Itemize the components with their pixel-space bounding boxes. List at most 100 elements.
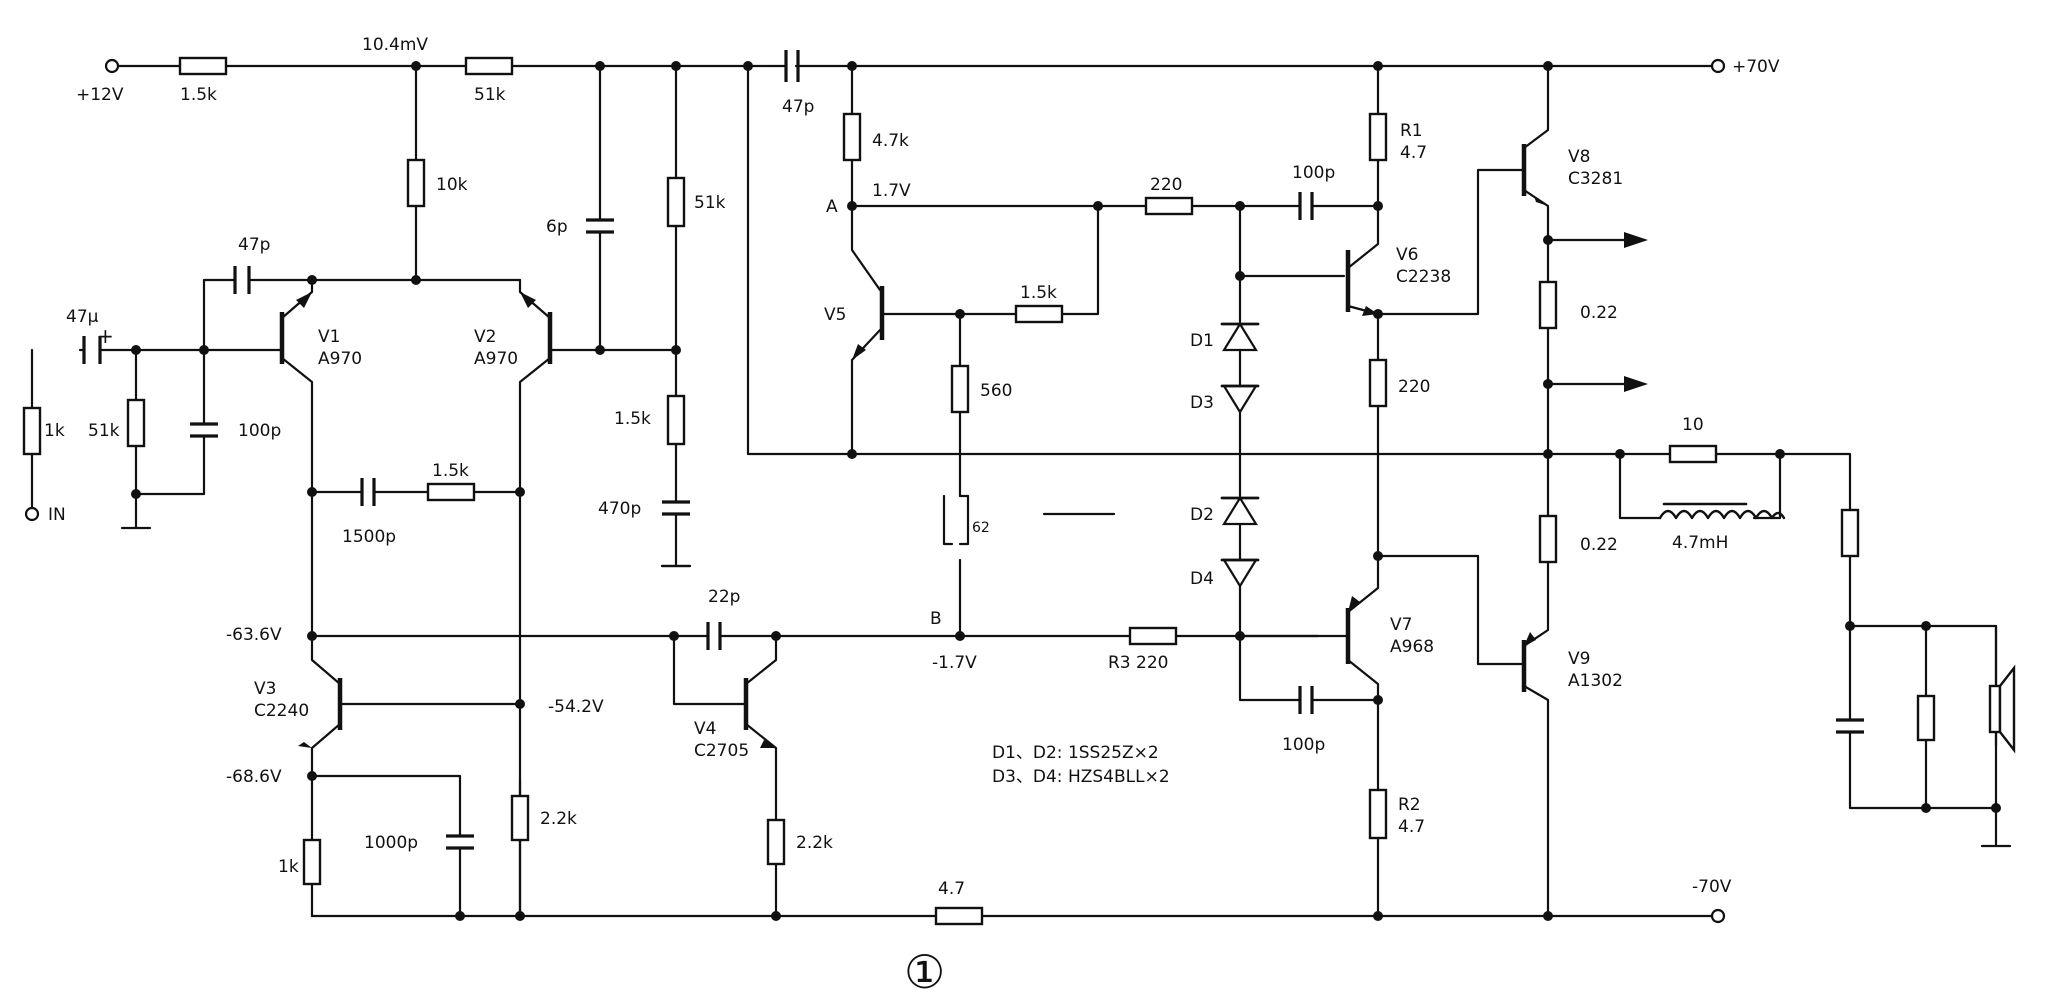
label-c-100p-input: 100p: [238, 421, 281, 441]
inductor-4-7mh: [1658, 502, 1786, 520]
label-r-1k5-input: 1.5k: [180, 85, 217, 105]
figure-number: ①: [904, 945, 945, 999]
label-r-10-output: 10: [1682, 415, 1704, 435]
label-minus-54-2v: -54.2V: [548, 697, 604, 717]
resistor-r3: [1128, 626, 1178, 646]
plus-12v-terminal: [104, 58, 120, 74]
capacitor-470p: [662, 500, 690, 516]
minus-70v-terminal: [1710, 908, 1726, 924]
label-c-100p-v6: 100p: [1292, 163, 1335, 183]
resistor-1k5-feedback: [426, 482, 476, 502]
resistor-r2: [1368, 788, 1388, 840]
resistor-1k5-v5: [1014, 304, 1064, 324]
resistor-r1: [1368, 112, 1388, 162]
capacitor-6p: [586, 218, 614, 234]
label-c-47u: 47μ: [66, 307, 99, 327]
label-r2-val: 4.7: [1398, 817, 1425, 837]
bias-sense-fragment: [942, 494, 1116, 546]
label-r-1k5-feedback: 1.5k: [432, 461, 469, 481]
label-plus-70v: +70V: [1732, 57, 1780, 77]
label-v4-ref: V4: [694, 719, 716, 739]
label-v7-part: A968: [1390, 637, 1434, 657]
label-v7-ref: V7: [1390, 615, 1412, 635]
label-minus-70v: -70V: [1692, 877, 1732, 897]
labels: +12V +70V -70V 10.4mV A 1.7V B -1.7V -63…: [44, 35, 1780, 999]
partial-label: 62: [972, 520, 990, 536]
resistor-0r22-bottom: [1538, 514, 1558, 564]
label-1-7v: 1.7V: [872, 181, 911, 201]
label-v6-ref: V6: [1396, 245, 1418, 265]
junction-dots: [131, 61, 2001, 921]
label-c-22p: 22p: [708, 587, 740, 607]
resistor-4r7-bottom: [934, 906, 984, 926]
label-r-1k-v3: 1k: [278, 857, 299, 877]
label-r-2k2-v4: 2.2k: [796, 833, 833, 853]
resistor-zobel: [1916, 694, 1936, 742]
label-r-220-a: 220: [1150, 175, 1182, 195]
resistor-10-output: [1668, 444, 1718, 464]
label-v8-ref: V8: [1568, 147, 1590, 167]
label-minus-1-7v: -1.7V: [932, 653, 977, 673]
label-v8-part: C3281: [1568, 169, 1623, 189]
label-r-51k-bias: 51k: [694, 193, 726, 213]
capacitor-1500p: [360, 478, 376, 506]
label-d3: D3: [1190, 393, 1214, 413]
transistors: [279, 144, 1548, 748]
label-r2-ref: R2: [1398, 795, 1421, 815]
resistor-4k7: [842, 112, 862, 162]
capacitor-output-shunt: [1836, 718, 1864, 734]
label-v9-ref: V9: [1568, 649, 1590, 669]
label-r-1k5-v5: 1.5k: [1020, 283, 1057, 303]
label-c-47p-v1: 47p: [238, 235, 270, 255]
capacitor-100p-v7: [1298, 686, 1314, 714]
label-c-47p-top: 47p: [782, 97, 814, 117]
label-minus-63-6v: -63.6V: [226, 625, 282, 645]
diode-d3: [1220, 348, 1260, 415]
label-l-4-7mh: 4.7mH: [1672, 533, 1728, 553]
label-v6-part: C2238: [1396, 267, 1451, 287]
label-v1-part: A970: [318, 349, 362, 369]
note-line-1: D1、D2: 1SS25Z×2: [992, 743, 1159, 763]
label-v9-part: A1302: [1568, 671, 1623, 691]
note-line-2: D3、D4: HZS4BLL×2: [992, 767, 1170, 787]
label-c-6p: 6p: [546, 217, 568, 237]
resistor-51k-input: [126, 398, 146, 448]
capacitor-47u: +: [82, 324, 114, 364]
label-d1: D1: [1190, 331, 1214, 351]
label-plus-12v: +12V: [76, 85, 124, 105]
input-terminal: [24, 506, 40, 522]
capacitor-47p-v1: [217, 266, 267, 294]
terminals: [24, 58, 1726, 924]
label-c-470p: 470p: [598, 499, 641, 519]
label-v2-ref: V2: [474, 327, 496, 347]
label-minus-68-6v: -68.6V: [226, 767, 282, 787]
capacitor-47p-top: [774, 50, 800, 82]
label-in: IN: [48, 505, 66, 525]
resistor-2k2-left: [510, 794, 530, 842]
label-c-1500p: 1500p: [342, 527, 396, 547]
label-10-4mv: 10.4mV: [362, 35, 428, 55]
label-v2-part: A970: [474, 349, 518, 369]
label-d4: D4: [1190, 569, 1214, 589]
diode-d4: [1220, 522, 1260, 589]
capacitor-100p-v6: [1298, 192, 1314, 220]
speaker-icon: [1988, 664, 2016, 754]
wires: [30, 64, 2012, 918]
svg-text:+: +: [97, 324, 114, 348]
label-r-10k: 10k: [436, 175, 468, 195]
label-r-51k-top: 51k: [474, 85, 506, 105]
label-node-a: A: [826, 197, 838, 217]
resistor-1k-input: [22, 406, 42, 456]
label-r-0r22-bottom: 0.22: [1580, 535, 1618, 555]
label-r-220-v6: 220: [1398, 377, 1430, 397]
diode-d2: [1220, 495, 1260, 526]
label-r-51k-input: 51k: [88, 421, 120, 441]
label-r-4k7: 4.7k: [872, 131, 909, 151]
arrow-icon: [1624, 376, 1648, 392]
label-r-2k2-left: 2.2k: [540, 809, 577, 829]
capacitor-100p-input: [190, 422, 218, 438]
resistor-2k2-v4: [766, 818, 786, 866]
diodes: [1220, 321, 1260, 589]
label-r-560: 560: [980, 381, 1012, 401]
